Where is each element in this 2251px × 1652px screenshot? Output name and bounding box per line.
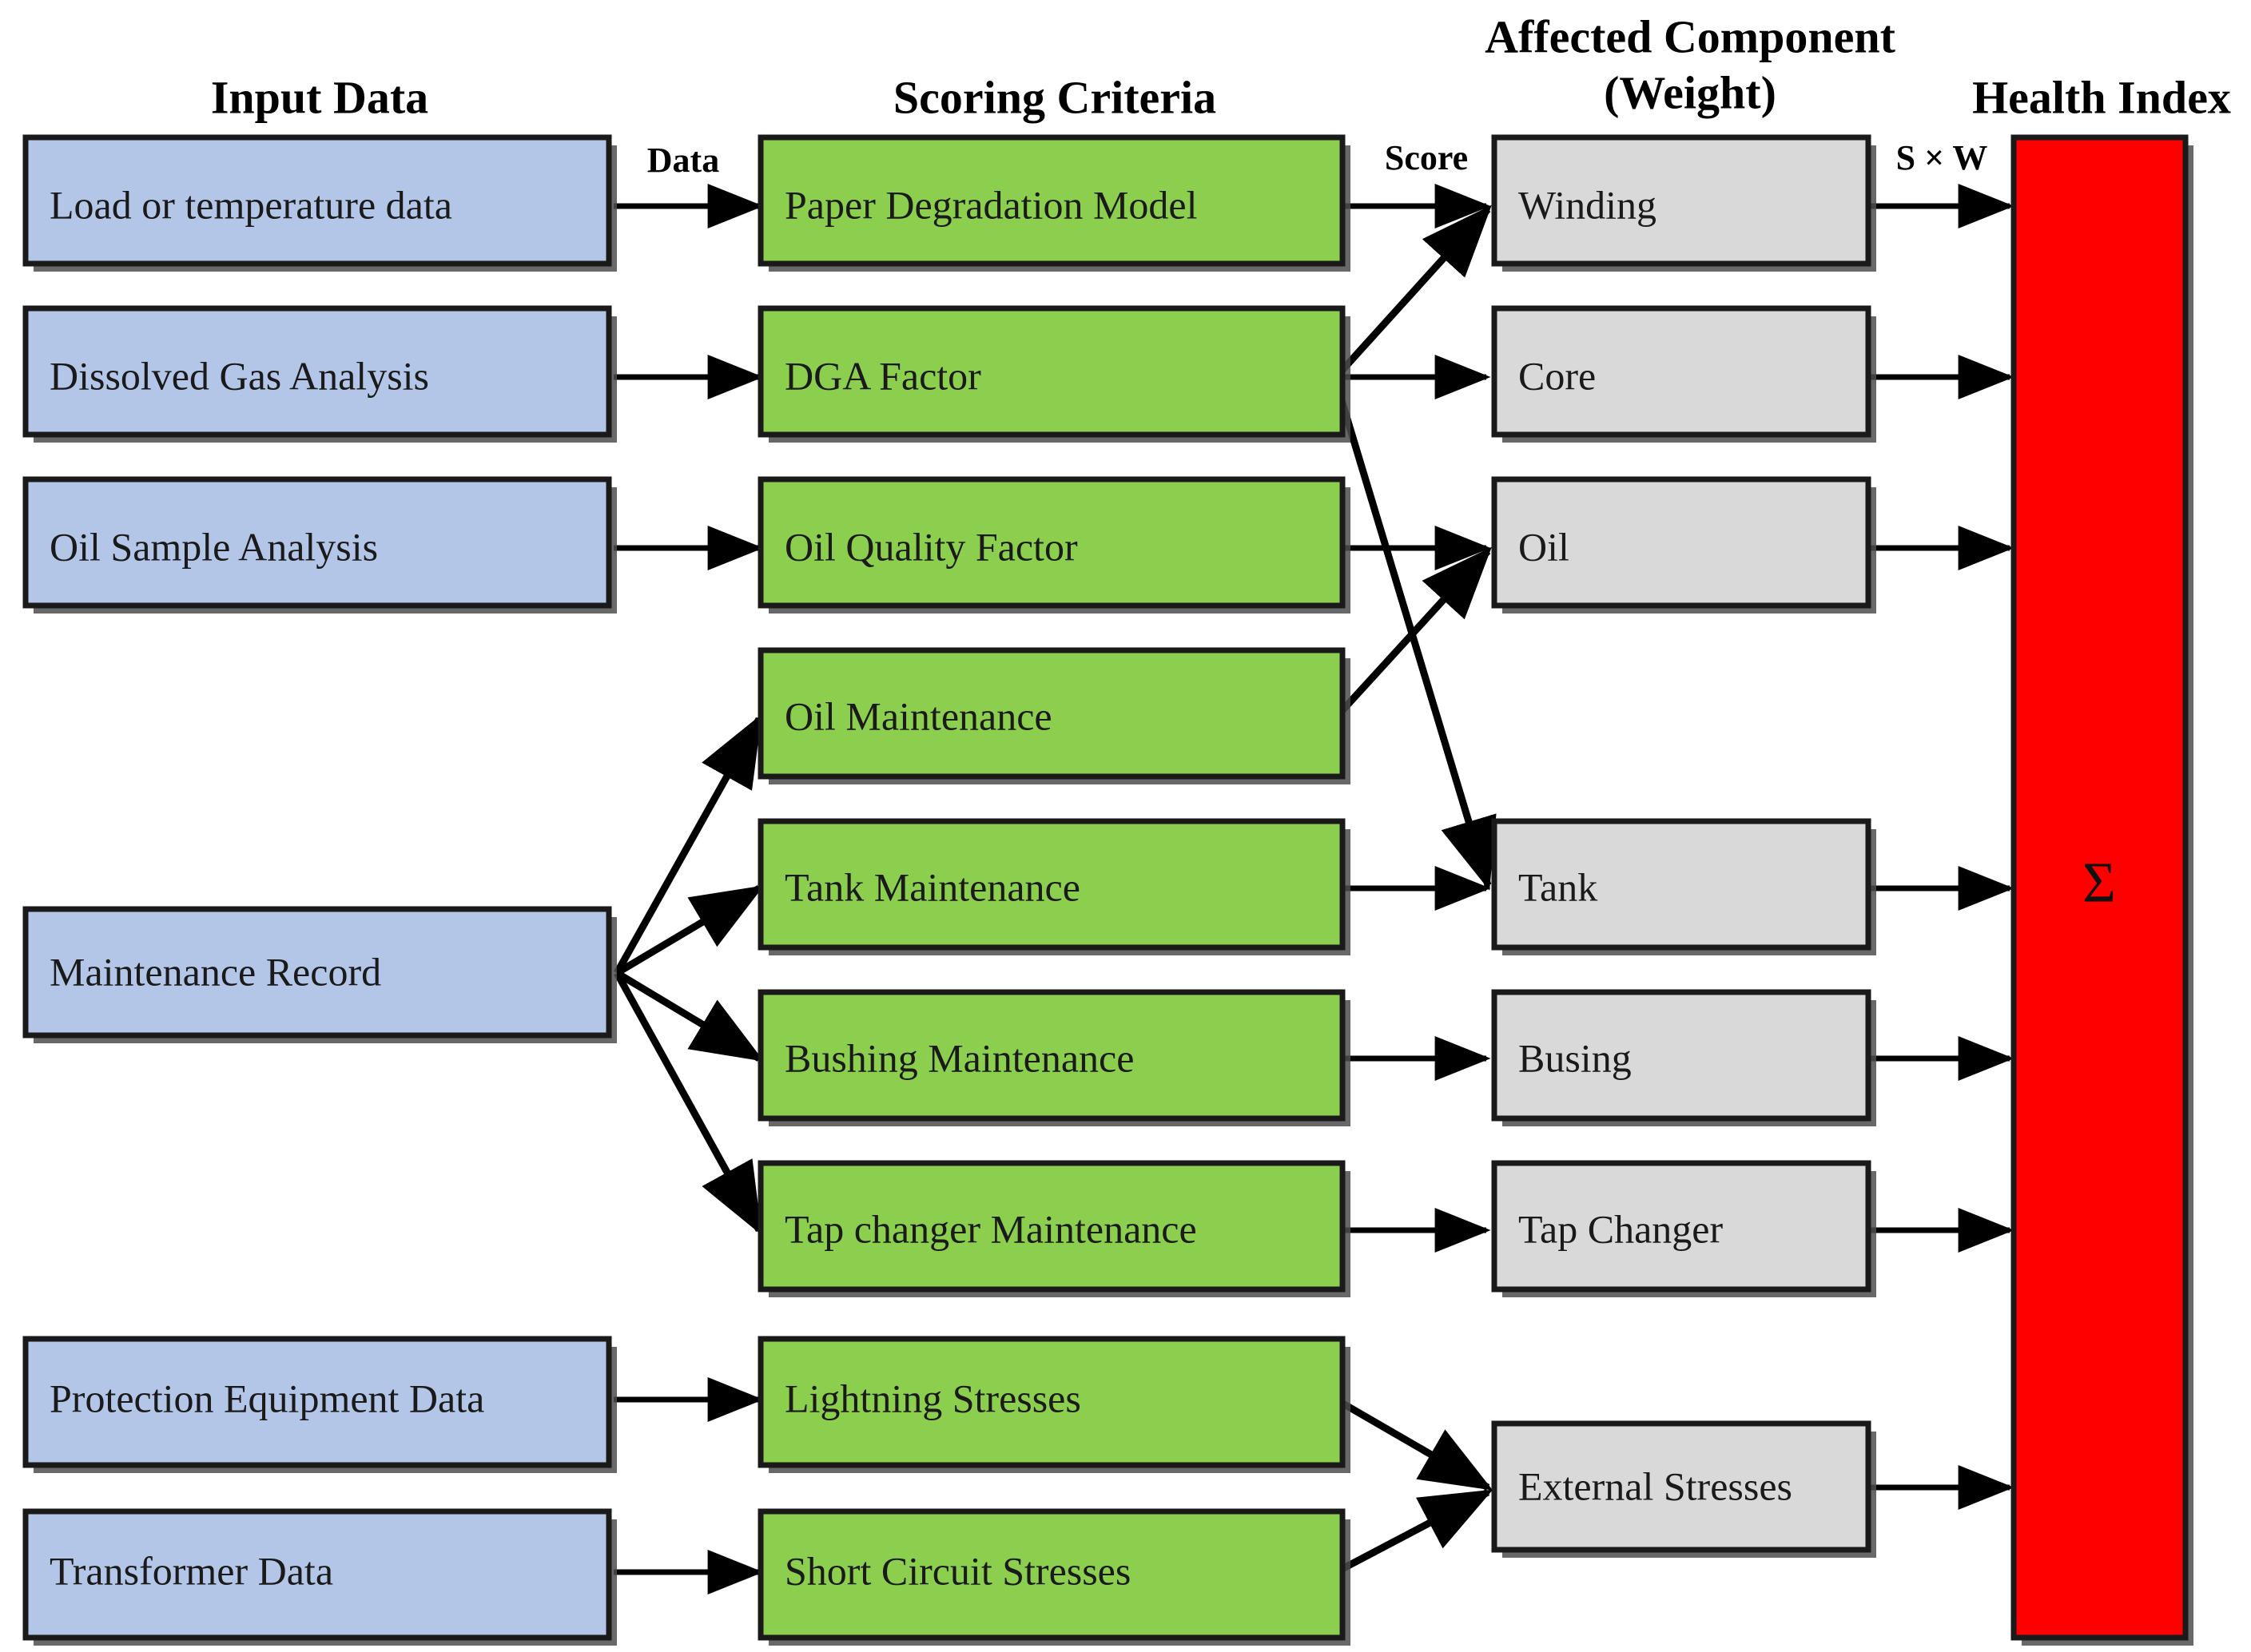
node-label: Lightning Stresses bbox=[785, 1376, 1081, 1420]
node-scoring-short-circuit-stresses[interactable]: Short Circuit Stresses bbox=[758, 1508, 1350, 1646]
node-label: Paper Degradation Model bbox=[785, 182, 1198, 227]
node-component-external-stresses[interactable]: External Stresses bbox=[1491, 1420, 1876, 1558]
node-scoring-oil-maintenance[interactable]: Oil Maintenance bbox=[758, 647, 1350, 784]
node-component-tap-changer[interactable]: Tap Changer bbox=[1491, 1160, 1876, 1297]
node-input-dissolved-gas-analysis[interactable]: Dissolved Gas Analysis bbox=[22, 305, 617, 443]
connector-dga-to-winding bbox=[1333, 205, 1492, 380]
node-label: Busing bbox=[1518, 1035, 1632, 1080]
edge-label-s-times-w: S × W bbox=[1896, 138, 1988, 177]
node-label: Oil Maintenance bbox=[785, 693, 1052, 738]
node-scoring-bushing-maintenance[interactable]: Bushing Maintenance bbox=[758, 989, 1350, 1126]
node-input-load-or-temperature-data[interactable]: Load or temperature data bbox=[22, 134, 617, 272]
node-label: Core bbox=[1518, 353, 1596, 398]
sigma-icon: Σ bbox=[2082, 851, 2116, 915]
node-component-busing[interactable]: Busing bbox=[1491, 989, 1876, 1126]
node-scoring-dga-factor[interactable]: DGA Factor bbox=[758, 305, 1350, 443]
node-scoring-tank-maintenance[interactable]: Tank Maintenance bbox=[758, 818, 1350, 955]
node-health-index-bar[interactable]: Σ bbox=[2010, 134, 2193, 1646]
node-component-tank[interactable]: Tank bbox=[1491, 818, 1876, 955]
column-header-affected-component-line2: (Weight) bbox=[1604, 66, 1776, 118]
node-scoring-paper-degradation-model[interactable]: Paper Degradation Model bbox=[758, 134, 1350, 272]
edge-label-score: Score bbox=[1385, 138, 1468, 177]
connector-short-circuit-to-external-stresses bbox=[1334, 1489, 1493, 1575]
node-scoring-oil-quality-factor[interactable]: Oil Quality Factor bbox=[758, 476, 1350, 614]
node-label: Tap changer Maintenance bbox=[785, 1206, 1197, 1251]
node-input-transformer-data[interactable]: Transformer Data bbox=[22, 1508, 617, 1646]
column-header-scoring-criteria: Scoring Criteria bbox=[893, 71, 1216, 123]
node-component-winding[interactable]: Winding bbox=[1491, 134, 1876, 272]
connector-maintenance-to-bushing-maintenance bbox=[614, 970, 765, 1062]
node-label: Protection Equipment Data bbox=[50, 1376, 484, 1420]
node-scoring-lightning-stresses[interactable]: Lightning Stresses bbox=[758, 1336, 1350, 1473]
node-label: Short Circuit Stresses bbox=[785, 1548, 1131, 1593]
node-label: Oil bbox=[1518, 524, 1569, 569]
node-label: External Stresses bbox=[1518, 1463, 1792, 1508]
node-label: DGA Factor bbox=[785, 353, 981, 398]
connector-maintenance-to-tank-maintenance bbox=[614, 885, 765, 976]
node-label: Winding bbox=[1518, 182, 1656, 227]
connector-maintenance-to-tapchanger-maintenance bbox=[614, 971, 762, 1236]
node-input-maintenance-record[interactable]: Maintenance Record bbox=[22, 906, 617, 1043]
node-component-oil[interactable]: Oil bbox=[1491, 476, 1876, 614]
column-header-affected-component-line1: Affected Component bbox=[1485, 10, 1896, 62]
node-label: Maintenance Record bbox=[50, 949, 381, 994]
connector-lightning-to-external-stresses bbox=[1334, 1396, 1493, 1491]
node-label: Load or temperature data bbox=[50, 182, 452, 227]
node-label: Bushing Maintenance bbox=[785, 1035, 1134, 1080]
column-header-health-index: Health Index bbox=[1972, 71, 2231, 123]
column-header-input-data: Input Data bbox=[211, 71, 428, 123]
node-input-oil-sample-analysis[interactable]: Oil Sample Analysis bbox=[22, 476, 617, 614]
node-component-core[interactable]: Core bbox=[1491, 305, 1876, 443]
node-label: Tap Changer bbox=[1518, 1206, 1723, 1251]
node-label: Dissolved Gas Analysis bbox=[50, 353, 429, 398]
node-label: Tank Maintenance bbox=[785, 864, 1080, 909]
connector-maintenance-to-oil-maintenance bbox=[614, 713, 762, 975]
node-label: Transformer Data bbox=[50, 1548, 333, 1593]
node-input-protection-equipment-data[interactable]: Protection Equipment Data bbox=[22, 1336, 617, 1473]
edge-label-data: Data bbox=[647, 141, 719, 180]
node-label: Tank bbox=[1518, 864, 1597, 909]
node-scoring-tap-changer-maintenance[interactable]: Tap changer Maintenance bbox=[758, 1160, 1350, 1297]
node-label: Oil Quality Factor bbox=[785, 524, 1078, 569]
node-label: Oil Sample Analysis bbox=[50, 524, 378, 569]
connector-oil-maintenance-to-oil bbox=[1333, 546, 1492, 721]
